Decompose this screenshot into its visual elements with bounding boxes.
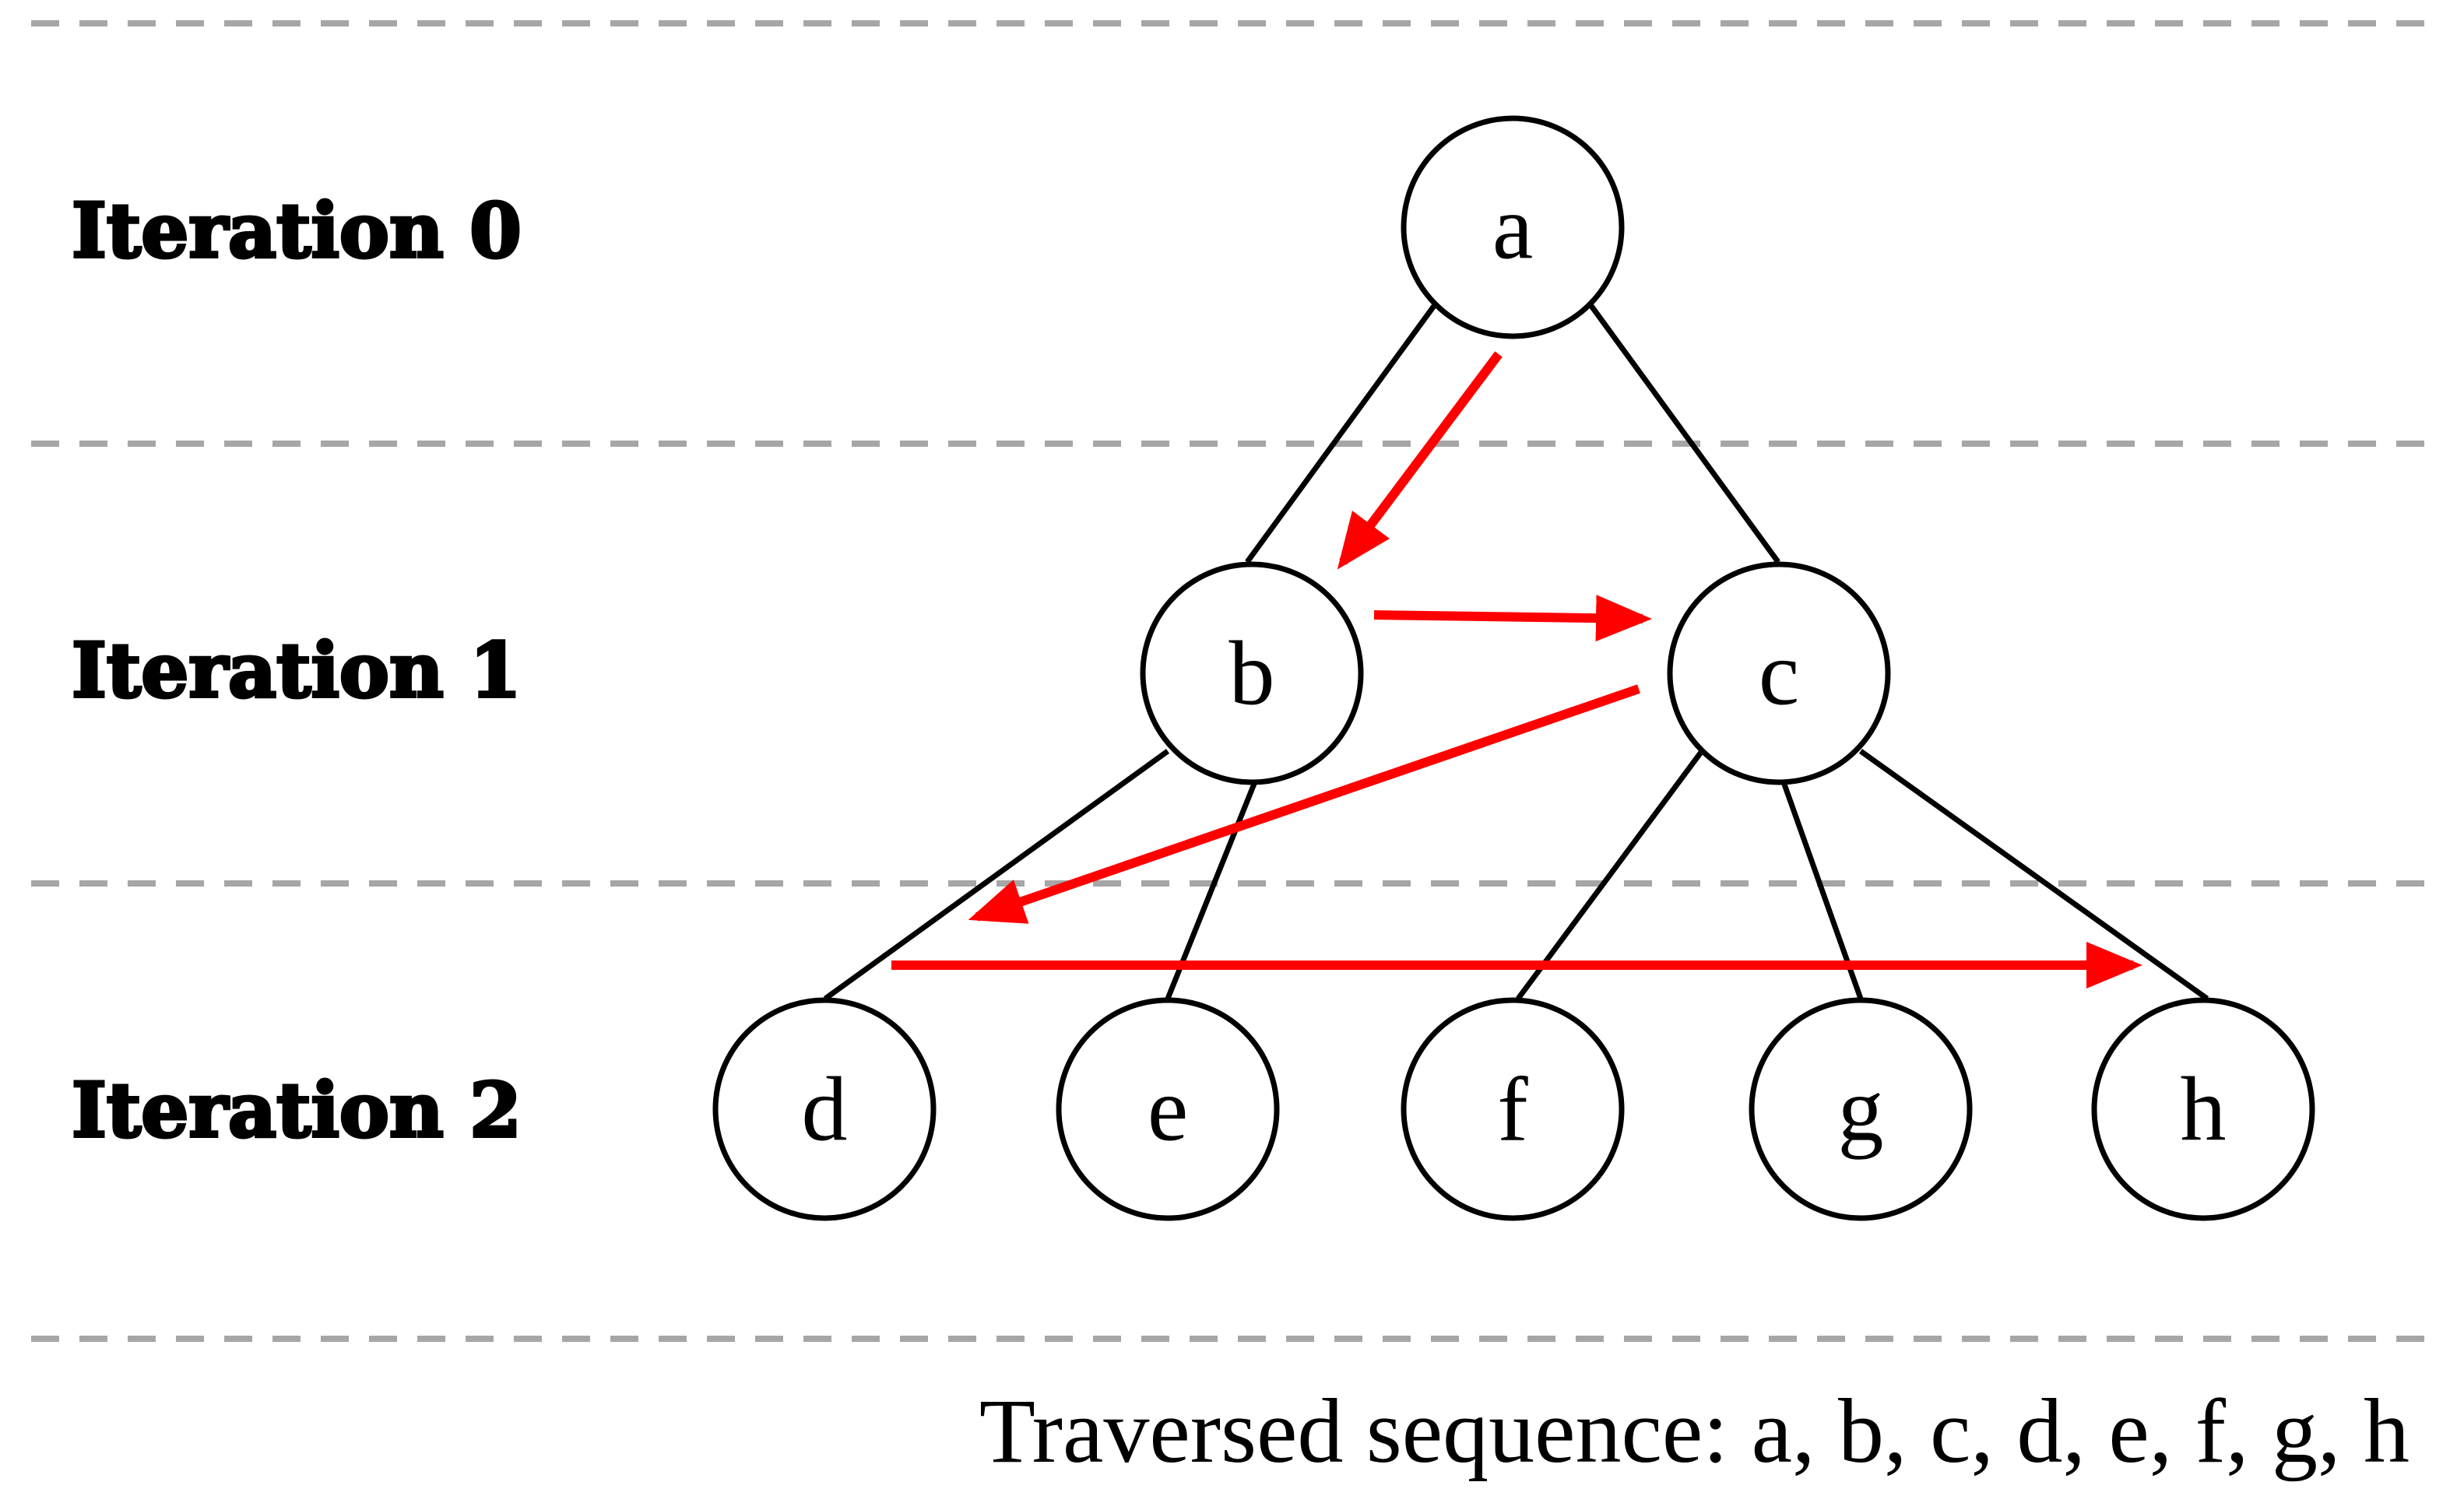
node-a-circle	[1401, 115, 1625, 339]
node-b-circle	[1140, 561, 1364, 785]
node-h: h	[2091, 997, 2315, 1221]
traversal-arrow-c-to-d	[968, 684, 1640, 924]
node-h-label: h	[2181, 1059, 2227, 1161]
traversal-arrows	[891, 351, 2142, 989]
node-a: a	[1401, 115, 1625, 339]
node-c: c	[1667, 561, 1891, 785]
node-d: d	[712, 997, 937, 1221]
edge-c-h	[1858, 749, 2209, 1001]
edge-a-b	[1245, 304, 1436, 564]
iteration-1-label: Iteration 1	[72, 627, 522, 715]
node-e: e	[1056, 997, 1280, 1221]
node-h-circle	[2091, 997, 2315, 1221]
node-b: b	[1140, 561, 1364, 785]
edge-b-d	[823, 749, 1170, 1001]
iteration-2-label: Iteration 2	[72, 1066, 522, 1154]
node-c-circle	[1667, 561, 1891, 785]
node-g-label: g	[1838, 1059, 1884, 1161]
node-a-label: a	[1492, 177, 1533, 279]
traversal-arrow-a-to-b	[1337, 351, 1503, 570]
node-g-circle	[1749, 997, 1973, 1221]
edge-c-f	[1516, 749, 1704, 1001]
node-f-label: f	[1497, 1059, 1528, 1161]
node-f-circle	[1401, 997, 1625, 1221]
traversal-caption: Traversed sequence: a, b, c, d, e, f, g,…	[979, 1380, 2410, 1482]
node-g: g	[1749, 997, 1973, 1221]
node-d-circle	[712, 997, 937, 1221]
node-e-label: e	[1148, 1059, 1188, 1161]
node-b-label: b	[1229, 623, 1275, 725]
node-c-label: c	[1759, 623, 1799, 725]
edge-a-c	[1589, 304, 1780, 564]
traversal-arrow-b-to-c	[1373, 595, 1652, 642]
iteration-0-label: Iteration 0	[72, 187, 522, 275]
node-f: f	[1401, 997, 1625, 1221]
node-d-label: d	[802, 1059, 848, 1161]
node-e-circle	[1056, 997, 1280, 1221]
